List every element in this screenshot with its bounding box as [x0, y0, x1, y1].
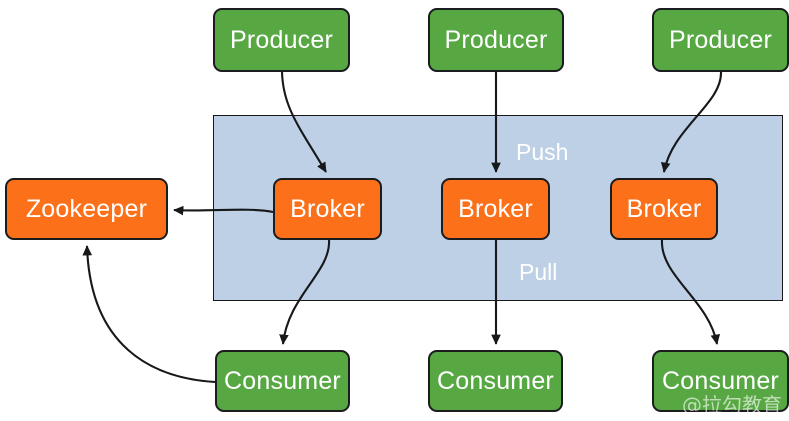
producer-node-1[interactable]: Producer	[213, 8, 350, 72]
consumer-node-3-label: Consumer	[662, 366, 779, 395]
broker-node-3-label: Broker	[626, 194, 702, 223]
zookeeper-node[interactable]: Zookeeper	[5, 178, 168, 240]
broker-node-2[interactable]: Broker	[441, 178, 550, 240]
broker-node-2-label: Broker	[458, 194, 533, 223]
broker-node-1[interactable]: Broker	[273, 178, 382, 240]
pull-flow-label: Pull	[519, 259, 558, 285]
producer-node-1-label: Producer	[229, 25, 334, 54]
zookeeper-node-label: Zookeeper	[25, 194, 148, 223]
producer-node-2[interactable]: Producer	[428, 8, 564, 72]
consumer-node-1[interactable]: Consumer	[215, 350, 350, 412]
producer-node-2-label: Producer	[444, 25, 548, 54]
consumer-node-3[interactable]: Consumer	[652, 350, 789, 412]
broker-node-1-label: Broker	[290, 194, 365, 223]
producer-node-3-label: Producer	[668, 25, 773, 54]
consumer-node-2[interactable]: Consumer	[428, 350, 563, 412]
broker-node-3[interactable]: Broker	[610, 178, 718, 240]
push-flow-label: Push	[516, 139, 569, 165]
consumer-node-2-label: Consumer	[437, 366, 554, 395]
producer-node-3[interactable]: Producer	[652, 8, 789, 72]
consumer-node-1-label: Consumer	[224, 366, 341, 395]
edge-consumer-1-to-zookeeper	[82, 245, 216, 384]
